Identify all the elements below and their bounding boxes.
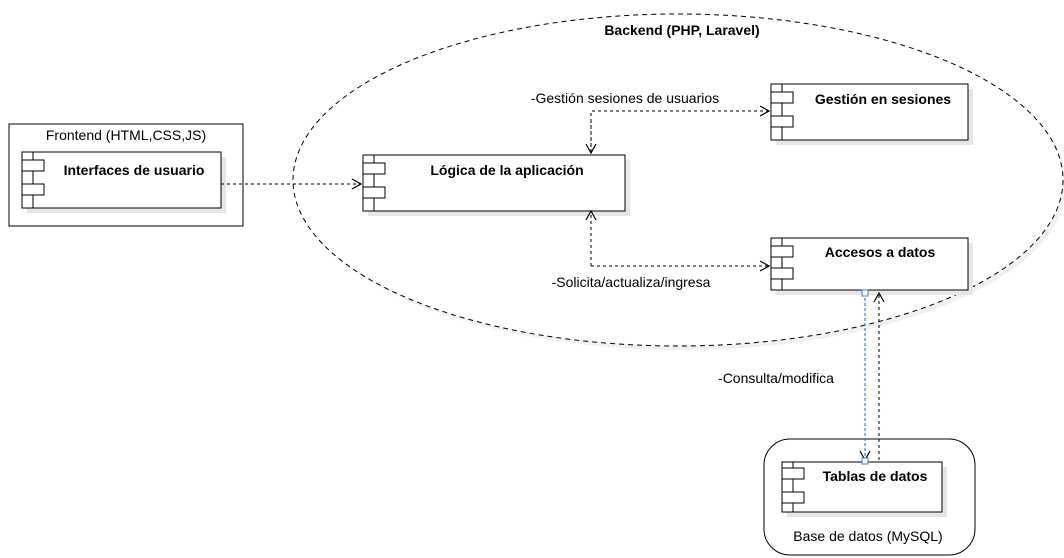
frontend-title: Frontend (HTML,CSS,JS) <box>46 127 206 143</box>
component-icon <box>781 462 805 512</box>
component-label: Tablas de datos <box>823 468 928 484</box>
component-icon <box>770 238 794 290</box>
edge-logic-data-access[interactable]: -Solicita/actualiza/ingresa <box>532 209 771 291</box>
edge-label: -Solicita/actualiza/ingresa <box>552 274 711 290</box>
component-tablas-datos[interactable]: Tablas de datos <box>781 461 947 517</box>
component-icon <box>21 152 45 208</box>
component-label: Gestión en sesiones <box>815 91 951 107</box>
selection-handle[interactable] <box>861 457 869 465</box>
edge-label: -Consulta/modifica <box>718 370 834 386</box>
component-icon <box>362 155 386 211</box>
component-gestion-sesiones[interactable]: Gestión en sesiones <box>770 83 973 145</box>
selection-handle[interactable] <box>861 289 869 297</box>
component-icon <box>770 84 794 140</box>
edge-data-access-database[interactable]: -Consulta/modifica <box>718 289 885 465</box>
edge-label: -Gestión sesiones de usuarios <box>531 90 719 106</box>
component-label: Lógica de la aplicación <box>430 162 583 178</box>
component-interfaces-usuario[interactable]: Interfaces de usuario <box>21 151 226 213</box>
component-label: Interfaces de usuario <box>64 162 205 178</box>
database-title: Base de datos (MySQL) <box>793 528 942 544</box>
component-accesos-datos[interactable]: Accesos a datos <box>770 237 973 295</box>
edge-logic-sessions[interactable]: -Gestión sesiones de usuarios <box>525 89 771 155</box>
component-logica-aplicacion[interactable]: Lógica de la aplicación <box>362 154 630 216</box>
component-label: Accesos a datos <box>825 244 936 260</box>
backend-title: Backend (PHP, Laravel) <box>604 22 759 38</box>
